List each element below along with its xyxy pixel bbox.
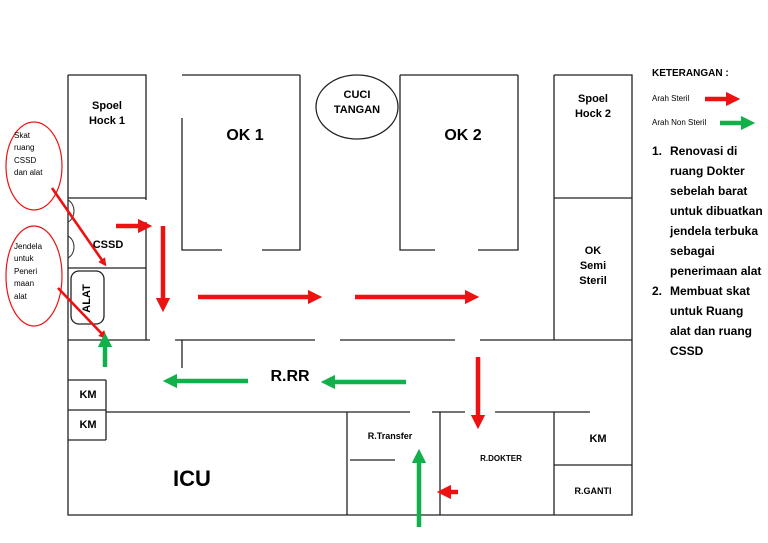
note-skat: Skat ruang CSSD dan alat	[14, 131, 43, 178]
room-r-ganti: R.GANTI	[574, 486, 612, 496]
non-steril-arrows	[97, 332, 427, 527]
room-icu: ICU	[173, 466, 211, 491]
legend-steril-label: Arah Steril	[652, 94, 690, 103]
note-oval-skat	[5, 121, 63, 211]
door-arc-1	[67, 199, 75, 223]
room-km-2: KM	[79, 419, 97, 431]
room-alat: ALAT	[81, 284, 94, 313]
note-jendela: Jendela untuk Peneri maan alat	[14, 242, 43, 301]
door-arc-2	[67, 235, 75, 259]
walls	[67, 74, 633, 516]
notes-list: 1.Renovasi di ruang Dokter sebelah barat…	[652, 141, 764, 361]
pointer-jendela	[57, 287, 107, 340]
room-cuci-tangan: CUCI TANGAN	[333, 89, 381, 116]
steril-arrows	[116, 218, 486, 500]
list-item: 1.Renovasi di ruang Dokter sebelah barat…	[652, 144, 763, 278]
legend-non-steril-label: Arah Non Steril	[652, 118, 707, 127]
alat-cabinet	[70, 270, 105, 325]
room-r-dokter: R.DOKTER	[480, 454, 522, 463]
room-ok2: OK 2	[444, 127, 482, 144]
room-ok-semi-steril: OK Semi Steril	[579, 245, 607, 287]
room-km-3: KM	[589, 433, 607, 445]
room-km-1: KM	[79, 389, 97, 401]
list-item: 2.Membuat skat untuk Ruang alat dan ruan…	[652, 284, 753, 358]
room-cssd: CSSD	[92, 239, 124, 251]
pointer-skat	[50, 187, 107, 267]
room-spoel-hock-1: Spoel Hock 1	[88, 100, 126, 127]
room-rrr: R.RR	[270, 368, 310, 385]
room-spoel-hock-2: Spoel Hock 2	[574, 93, 612, 120]
legend-title: KETERANGAN :	[652, 68, 729, 79]
cuci-tangan-basin	[315, 74, 399, 140]
room-ok1: OK 1	[226, 127, 264, 144]
room-r-transfer: R.Transfer	[367, 431, 413, 441]
note-oval-jendela	[5, 225, 63, 327]
